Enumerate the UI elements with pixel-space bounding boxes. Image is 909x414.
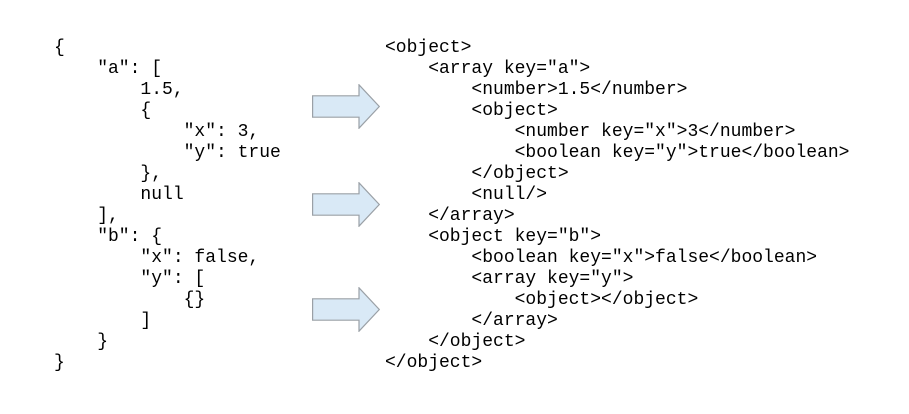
json-code-panel: { "a": [ 1.5, { "x": 3, "y": true }, nul… bbox=[54, 38, 281, 373]
right-arrow-icon bbox=[312, 84, 380, 129]
right-arrow-icon bbox=[312, 182, 380, 227]
right-arrow-icon bbox=[312, 287, 380, 332]
xml-code-panel: <object> <array key="a"> <number>1.5</nu… bbox=[385, 38, 850, 373]
